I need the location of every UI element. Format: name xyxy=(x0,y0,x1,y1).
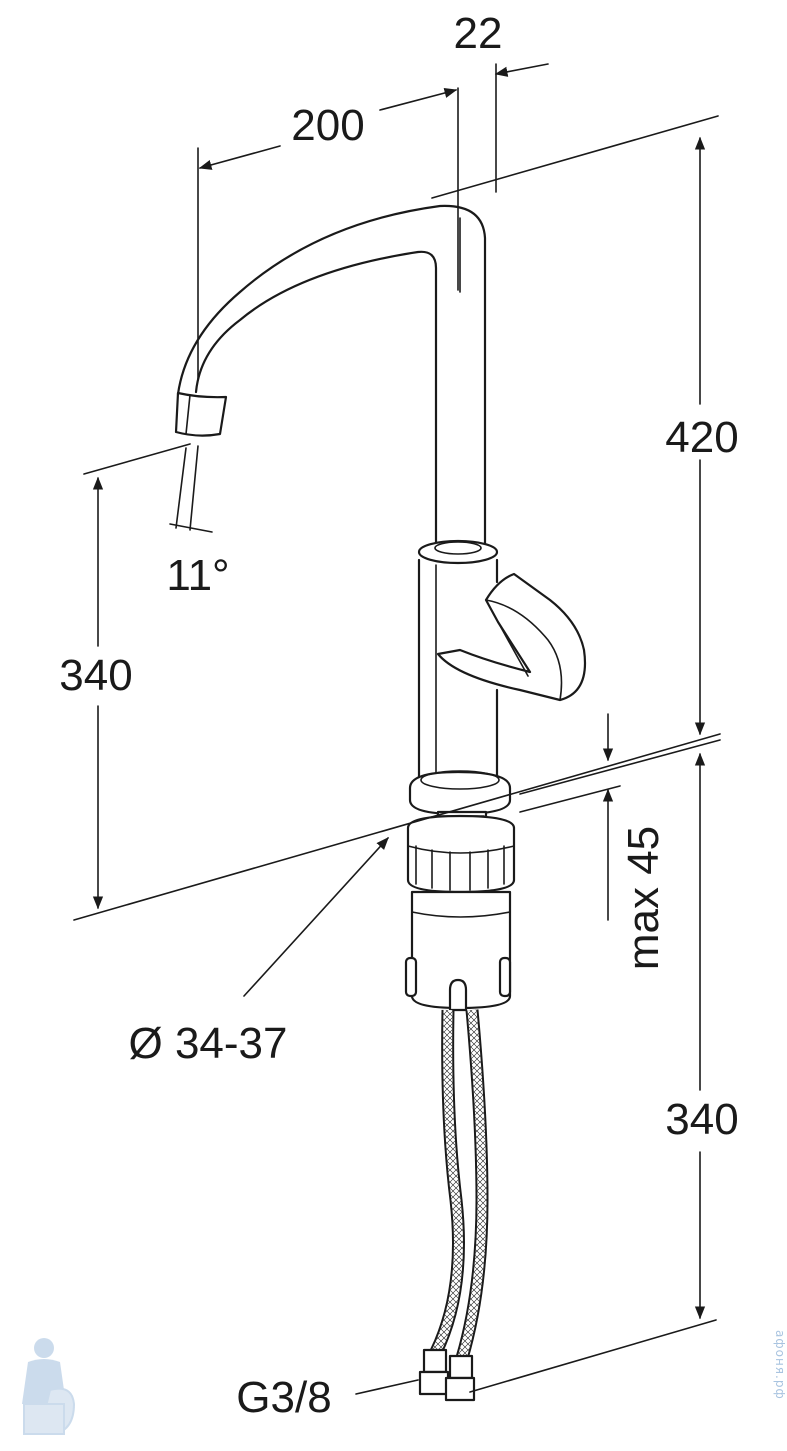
fixing-nut xyxy=(406,814,516,894)
spout-tube-outer xyxy=(176,204,487,547)
dim-total-height: 420 xyxy=(665,413,738,462)
dim-spout-offset: 22 xyxy=(454,9,503,58)
base-ring xyxy=(408,770,512,816)
body-collar xyxy=(417,539,499,565)
lever-handle xyxy=(436,572,586,702)
flexible-hoses xyxy=(418,1009,489,1402)
faucet xyxy=(174,204,586,1012)
dim-spout-height: 340 xyxy=(59,651,132,700)
spout-tube xyxy=(194,250,438,547)
dim-reach: 200 xyxy=(291,101,364,150)
hose-connector-right xyxy=(448,1354,474,1380)
dim-connection: G3/8 xyxy=(236,1373,331,1422)
body-cylinder xyxy=(417,558,499,784)
dim-hole-diameter: Ø 34-37 xyxy=(129,1019,288,1068)
dimension-labels: 22 200 420 11° 340 340 max 45 Ø 34-37 G3… xyxy=(59,9,738,1422)
hose-connector-left xyxy=(422,1348,448,1374)
spout-nozzle xyxy=(174,391,228,437)
dim-hose-length: 340 xyxy=(665,1095,738,1144)
watermark-text: афоня.рф xyxy=(773,1330,787,1400)
dim-spout-angle: 11° xyxy=(166,551,229,600)
dim-max-thickness: max 45 xyxy=(619,826,668,970)
watermark-logo xyxy=(22,1338,76,1435)
dimension-lines xyxy=(73,63,721,1395)
